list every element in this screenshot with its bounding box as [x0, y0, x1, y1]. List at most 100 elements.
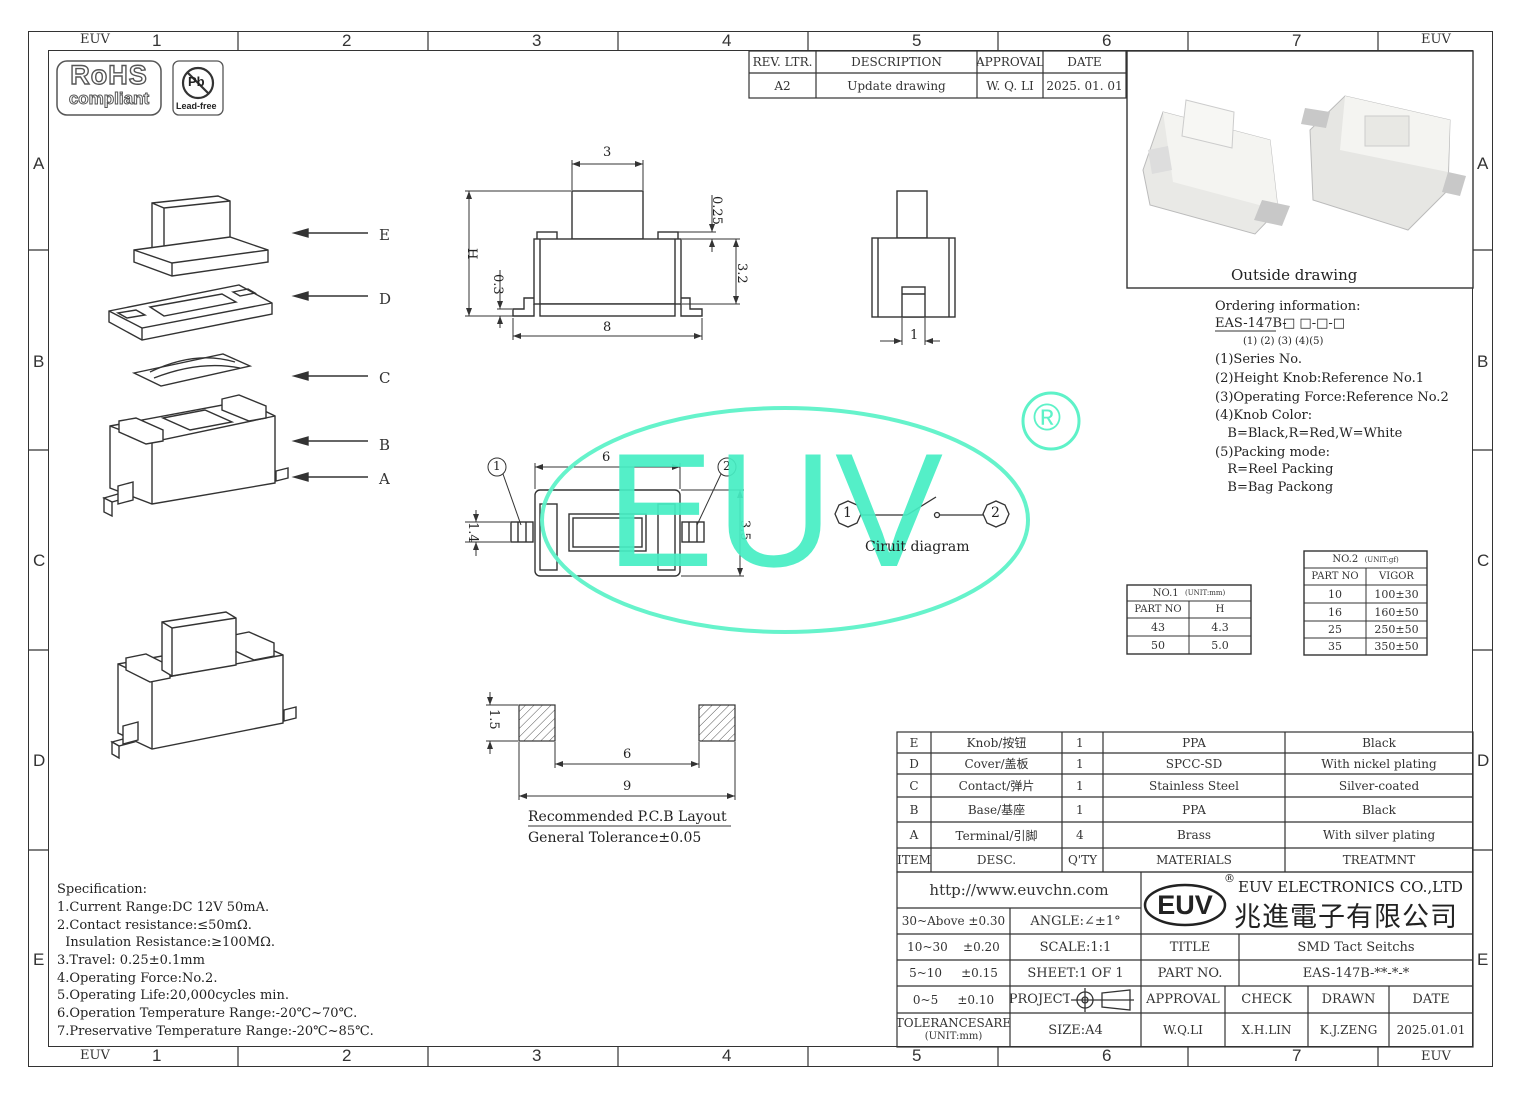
- ordering-line: B=Bag Packong: [1215, 480, 1334, 495]
- bom-desc: Base/基座: [967, 803, 1026, 817]
- outer-frame: [28, 31, 1493, 1067]
- company-registered: ®: [1224, 872, 1235, 885]
- col-label: 7: [1292, 1046, 1302, 1065]
- row-label: E: [1477, 950, 1489, 969]
- watermark-text: EUV: [606, 420, 946, 601]
- no2-cell: 350±50: [1374, 640, 1419, 653]
- row-label: D: [33, 751, 46, 770]
- bom-treatment: With nickel plating: [1321, 756, 1437, 771]
- col-label: 7: [1292, 31, 1302, 50]
- dim-pad-inner: 6: [623, 747, 632, 762]
- tol-range-label: 0~5: [912, 992, 939, 1007]
- no2-cell: 25: [1328, 623, 1342, 636]
- spec-title: Specification:: [57, 882, 148, 897]
- corner-label: EUV: [1421, 32, 1451, 47]
- tol-range-2: 10~30 ±0.20: [897, 934, 1010, 960]
- sign-approval-value: W.Q.LI: [1163, 1023, 1203, 1037]
- callout-a: A: [379, 470, 390, 488]
- no1-cell: 5.0: [1211, 638, 1229, 652]
- no2-unit: (UNIT:gf): [1364, 555, 1399, 564]
- pcb-layout-title: Recommended P.C.B Layout: [528, 809, 727, 825]
- projection-symbol: [1071, 988, 1134, 1012]
- ordering-line: R=Reel Packing: [1215, 462, 1334, 477]
- bom-header-desc: DESC.: [976, 853, 1017, 867]
- bom-qty: 1: [1076, 802, 1084, 817]
- row-label: E: [33, 950, 45, 969]
- dim-knob-width: 3: [603, 145, 612, 160]
- row-label: A: [1477, 154, 1489, 173]
- front-view: [465, 160, 740, 340]
- tol-label: TOLERANCESARE (UNIT:mm): [897, 1013, 1010, 1047]
- outside-drawing-label: Outside drawing: [1231, 266, 1358, 284]
- spec-line: Insulation Resistance:≥100MΩ.: [57, 935, 276, 950]
- dim-pad-height: 1.4: [465, 522, 480, 543]
- corner-label: EUV: [1421, 1049, 1451, 1064]
- sign-drawn-value: K.J.ZENG: [1319, 1023, 1378, 1037]
- title-value: SMD Tact Seitchs: [1297, 939, 1415, 955]
- rev-header-approval: APPROVAL: [977, 55, 1043, 69]
- bom-item: D: [909, 756, 919, 771]
- partno-label: PART NO.: [1157, 965, 1223, 981]
- pin1-marker: 1: [493, 459, 501, 473]
- ordering-line: (2)Height Knob:Reference No.1: [1215, 371, 1425, 386]
- bom-material: PPA: [1182, 802, 1206, 817]
- company-url: http://www.euvchn.com: [929, 881, 1109, 899]
- corner-label: EUV: [80, 32, 110, 47]
- tol-range-label: 30~Above: [901, 914, 965, 928]
- dim-pad-outer: 9: [623, 779, 632, 794]
- company-name-en: EUV ELECTRONICS CO.,LTD: [1238, 878, 1463, 896]
- no2-cell: 160±50: [1374, 605, 1419, 619]
- tol-range-4: 0~5 ±0.10: [897, 986, 1010, 1013]
- bom-desc: Terminal/引脚: [955, 828, 1038, 843]
- side-view: [871, 190, 956, 345]
- no1-header: PART NO: [1134, 604, 1182, 615]
- circuit-pin2: 2: [991, 505, 1000, 521]
- tol-range-3: 5~10 ±0.15: [897, 960, 1010, 986]
- col-label: 5: [912, 1046, 922, 1065]
- bom-item: B: [909, 802, 919, 817]
- no2-cell: 35: [1328, 640, 1342, 653]
- leadfree-text: Lead-free: [176, 101, 217, 111]
- spec-line: 2.Contact resistance:≤50mΩ.: [57, 918, 252, 933]
- spec-line: 4.Operating Force:No.2.: [57, 971, 218, 986]
- general-tolerance: General Tolerance±0.05: [528, 830, 702, 846]
- col-label: 1: [152, 1046, 162, 1065]
- circuit-label: Ciruit diagram: [865, 539, 970, 555]
- row-label: B: [1477, 352, 1489, 371]
- sheet-size: SIZE:A4: [1048, 1022, 1103, 1038]
- tol-range-value: ±0.10: [957, 992, 995, 1007]
- sign-date-value: 2025.01.01: [1396, 1023, 1466, 1037]
- rev-value-date: 2025. 01. 01: [1046, 78, 1123, 93]
- company-name-cn: 兆進電子有限公司: [1234, 902, 1458, 933]
- no1-cell: 4.3: [1211, 620, 1229, 634]
- bom-material: Stainless Steel: [1149, 778, 1239, 793]
- dim-body-height: 3.2: [734, 263, 749, 284]
- bom-treatment: With silver plating: [1322, 828, 1436, 842]
- bom-item: E: [909, 735, 919, 750]
- ordering-code-indices: (1) (2) (3) (4)(5): [1243, 336, 1324, 347]
- no2-header: PART NO: [1311, 571, 1359, 582]
- bom-desc: Cover/盖板: [964, 757, 1029, 771]
- bom-header-treatment: TREATMNT: [1342, 853, 1416, 867]
- rev-value-approval: W. Q. LI: [986, 78, 1034, 93]
- ordering-line: (3)Operating Force:Reference No.2: [1215, 390, 1449, 405]
- tol-range-value: ±0.30: [968, 914, 1006, 928]
- bom-header-item: ITEM: [897, 853, 931, 867]
- rohs-line1: RoHS: [70, 59, 148, 90]
- bom-qty: 1: [1076, 735, 1084, 750]
- callout-d: D: [379, 290, 392, 308]
- company-logo-ellipse: [1143, 883, 1227, 927]
- col-label: 6: [1102, 31, 1112, 50]
- dim-lead-thick: 0.3: [490, 274, 505, 295]
- no2-header: VIGOR: [1379, 571, 1414, 582]
- circuit-pin1: 1: [843, 505, 852, 521]
- tol-range-value: ±0.15: [961, 966, 998, 980]
- callout-c: C: [379, 369, 391, 387]
- company-logo-text: EUV: [1157, 889, 1213, 920]
- sign-check-value: X.H.LIN: [1241, 1023, 1292, 1037]
- no2-title: NO.2 (UNIT:gf): [1304, 551, 1427, 568]
- bom-header-qty: Q'TY: [1067, 853, 1098, 867]
- titleblock-grid: [896, 871, 1474, 1048]
- sign-approval-header: APPROVAL: [1146, 992, 1220, 1007]
- row-label: C: [33, 551, 46, 570]
